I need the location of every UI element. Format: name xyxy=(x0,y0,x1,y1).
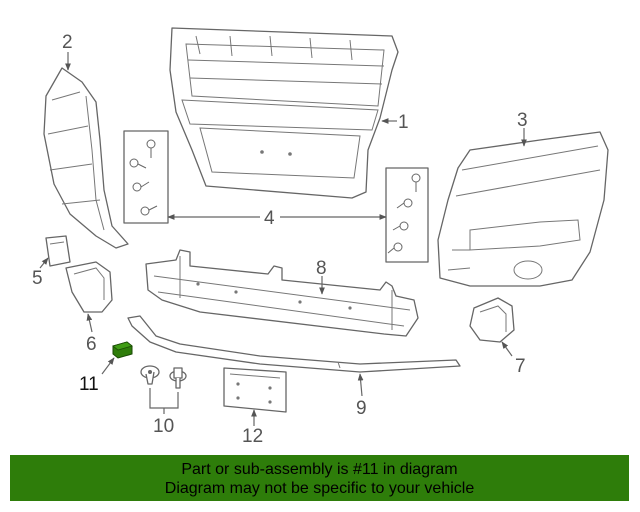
left-headlamp-part[interactable] xyxy=(43,67,129,249)
callout-11: 11 xyxy=(79,374,99,395)
license-bracket-part[interactable] xyxy=(223,367,287,413)
screw-set-right[interactable] xyxy=(385,167,429,263)
left-reinforcement-part[interactable] xyxy=(65,261,113,313)
grille-part[interactable] xyxy=(169,27,399,199)
parts-diagram: 1 2 3 4 5 6 7 8 9 10 11 12 xyxy=(32,27,609,447)
callout-6: 6 xyxy=(86,334,97,355)
callout-4: 4 xyxy=(264,208,275,229)
screw-set-left[interactable] xyxy=(123,130,169,224)
small-bracket-part[interactable] xyxy=(45,235,71,267)
callout-3: 3 xyxy=(517,110,528,131)
info-banner-line-2: Diagram may not be specific to your vehi… xyxy=(164,480,475,497)
info-banner: Part or sub-assembly is #11 in diagram D… xyxy=(10,455,629,501)
info-banner-line-1: Part or sub-assembly is #11 in diagram xyxy=(181,461,458,478)
callout-9: 9 xyxy=(356,398,367,419)
callout-labels: 1 2 3 4 5 6 7 8 9 10 11 12 xyxy=(32,32,528,447)
callout-5: 5 xyxy=(32,268,43,289)
callout-8: 8 xyxy=(316,258,327,279)
callout-12: 12 xyxy=(242,426,263,447)
highlighted-clip-part[interactable] xyxy=(112,341,133,359)
callout-2: 2 xyxy=(62,32,73,53)
right-reinforcement-part[interactable] xyxy=(469,297,515,343)
callout-7: 7 xyxy=(515,356,526,377)
fasteners-part[interactable] xyxy=(140,365,187,389)
callout-1: 1 xyxy=(398,112,409,133)
bumper-beam-part[interactable] xyxy=(145,249,419,337)
callout-10: 10 xyxy=(153,416,174,437)
lower-trim-part[interactable] xyxy=(127,315,461,373)
leader-lines xyxy=(39,52,527,426)
right-headlamp-part[interactable] xyxy=(437,131,609,287)
